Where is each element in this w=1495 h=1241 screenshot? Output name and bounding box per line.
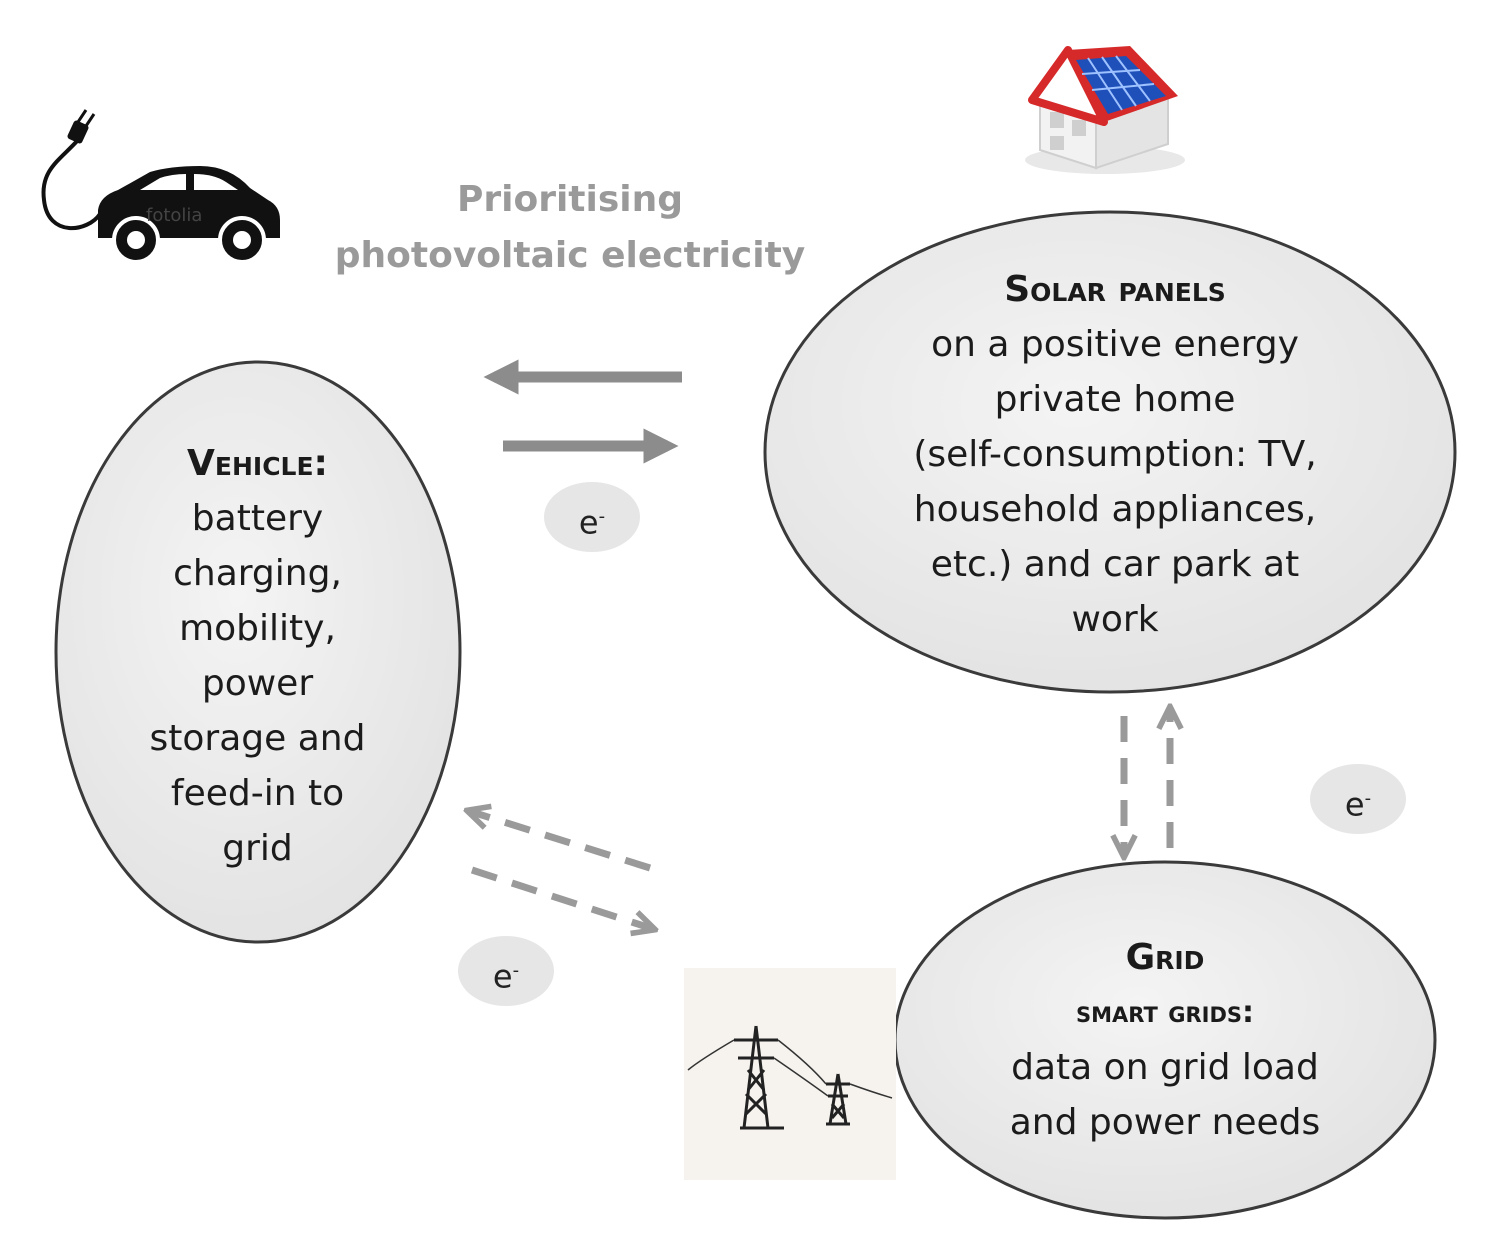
power-pylon-icon — [684, 968, 896, 1180]
vehicle-line: grid — [222, 828, 293, 869]
vehicle-label: Vehicle: battery charging, mobility, pow… — [90, 436, 425, 876]
vehicle-line: storage and — [149, 718, 366, 759]
caption-line-1: Prioritising — [456, 179, 684, 220]
vehicle-ellipse — [54, 360, 462, 944]
solar-title: Solar panels — [1004, 269, 1226, 310]
electron-badge: e- — [544, 482, 640, 552]
caption-line-2: photovoltaic electricity — [334, 235, 806, 276]
electron-label: e — [1344, 785, 1365, 824]
electron-charge: - — [512, 960, 520, 981]
electron-charge: - — [598, 506, 606, 527]
grid-line: and power needs — [1009, 1102, 1321, 1143]
electron-badge: e- — [458, 936, 554, 1006]
solar-line: on a positive energy — [931, 324, 1299, 365]
car-watermark: fotolia — [146, 205, 202, 226]
dashed-arrow-vehicle-to-grid — [470, 866, 650, 928]
electron-badge: e- — [1310, 764, 1406, 834]
solar-line: etc.) and car park at — [930, 544, 1300, 585]
solar-line: work — [1071, 599, 1159, 640]
electron-label: e — [578, 503, 599, 542]
grid-label: Grid smart grids: data on grid load and … — [940, 930, 1390, 1150]
solar-house-icon — [1025, 46, 1185, 174]
solar-line: (self-consumption: TV, — [913, 434, 1317, 475]
grid-line: data on grid load — [1011, 1047, 1319, 1088]
electron-charge: - — [1364, 788, 1372, 809]
electric-car-icon: fotolia — [41, 109, 280, 264]
grid-title: Grid — [1125, 937, 1205, 978]
solar-line: private home — [994, 379, 1236, 420]
vehicle-line: mobility, — [179, 608, 336, 649]
vehicle-title: Vehicle: — [187, 443, 328, 484]
grid-subtitle: smart grids: — [1075, 995, 1255, 1030]
solar-panels-ellipse — [763, 210, 1457, 694]
dashed-arrow-grid-to-vehicle — [472, 812, 652, 872]
vehicle-line: feed-in to — [170, 773, 345, 814]
solar-line: household appliances, — [913, 489, 1317, 530]
solar-panels-label: Solar panels on a positive energy privat… — [800, 262, 1430, 647]
vehicle-line: charging, — [173, 553, 342, 594]
caption: Prioritising photovoltaic electricity — [330, 172, 810, 284]
electron-label: e — [492, 957, 513, 996]
vehicle-line: battery — [191, 498, 324, 539]
vehicle-line: power — [201, 663, 314, 704]
